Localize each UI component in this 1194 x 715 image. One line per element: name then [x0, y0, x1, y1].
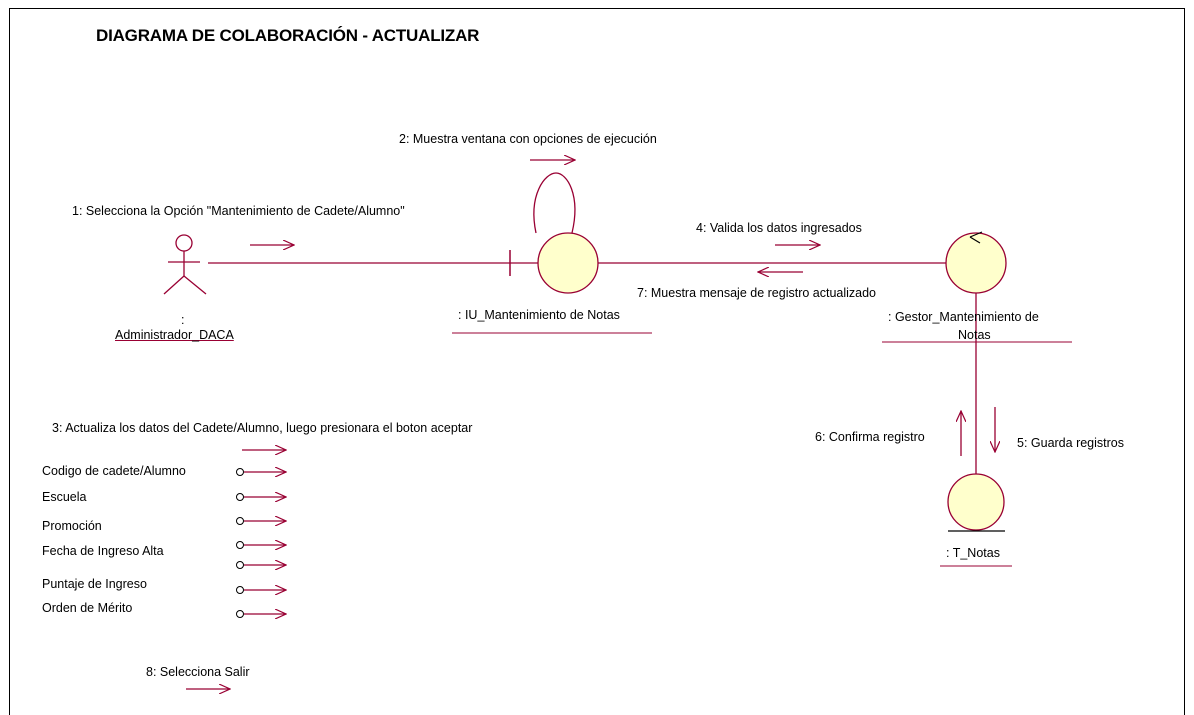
- message-5-label: 5: Guarda registros: [1017, 436, 1124, 450]
- control-object-icon[interactable]: [945, 231, 1007, 294]
- parameter-label: Fecha de Ingreso Alta: [42, 544, 164, 558]
- ui-object-name[interactable]: : IU_Mantenimiento de Notas: [458, 308, 620, 322]
- message-7-label: 7: Muestra mensaje de registro actualiza…: [637, 286, 877, 300]
- actor-name[interactable]: Administrador_DACA: [115, 328, 234, 342]
- message-4-label: 4: Valida los datos ingresados: [696, 221, 862, 235]
- actor-icon[interactable]: [163, 234, 207, 295]
- parameter-arrow: [236, 611, 287, 618]
- parameter-arrow: [236, 469, 287, 476]
- gestor-object-name-line2[interactable]: Notas: [958, 328, 991, 342]
- diagram-title: DIAGRAMA DE COLABORACIÓN - ACTUALIZAR: [96, 26, 480, 45]
- parameter-label: Orden de Mérito: [42, 601, 133, 615]
- actor-colon: :: [181, 313, 185, 327]
- parameter-label: Puntaje de Ingreso: [42, 577, 147, 591]
- entity-object-name[interactable]: : T_Notas: [946, 546, 1000, 560]
- entity-object-icon[interactable]: [947, 473, 1005, 532]
- message-3-label: 3: Actualiza los datos del Cadete/Alumno…: [52, 421, 473, 435]
- self-loop-ui: [533, 172, 576, 234]
- diagram-frame: [9, 8, 1185, 715]
- parameter-label: Promoción: [42, 519, 102, 533]
- message-1-label: 1: Selecciona la Opción "Mantenimiento d…: [72, 204, 405, 218]
- message-8-label: 8: Selecciona Salir: [146, 665, 250, 679]
- parameter-arrow: [236, 562, 287, 569]
- boundary-object-icon[interactable]: [509, 232, 599, 294]
- parameter-arrow: [236, 494, 287, 501]
- gestor-object-name-line1[interactable]: : Gestor_Mantenimiento de: [888, 310, 1039, 324]
- parameter-label: Escuela: [42, 490, 87, 504]
- message-6-label: 6: Confirma registro: [815, 430, 925, 444]
- message-2-label: 2: Muestra ventana con opciones de ejecu…: [399, 132, 657, 146]
- parameter-arrow: [236, 587, 287, 594]
- parameter-label: Codigo de cadete/Alumno: [42, 464, 186, 478]
- parameter-arrow: [236, 542, 287, 549]
- parameter-arrows: [236, 469, 287, 618]
- parameter-arrow: [236, 518, 287, 525]
